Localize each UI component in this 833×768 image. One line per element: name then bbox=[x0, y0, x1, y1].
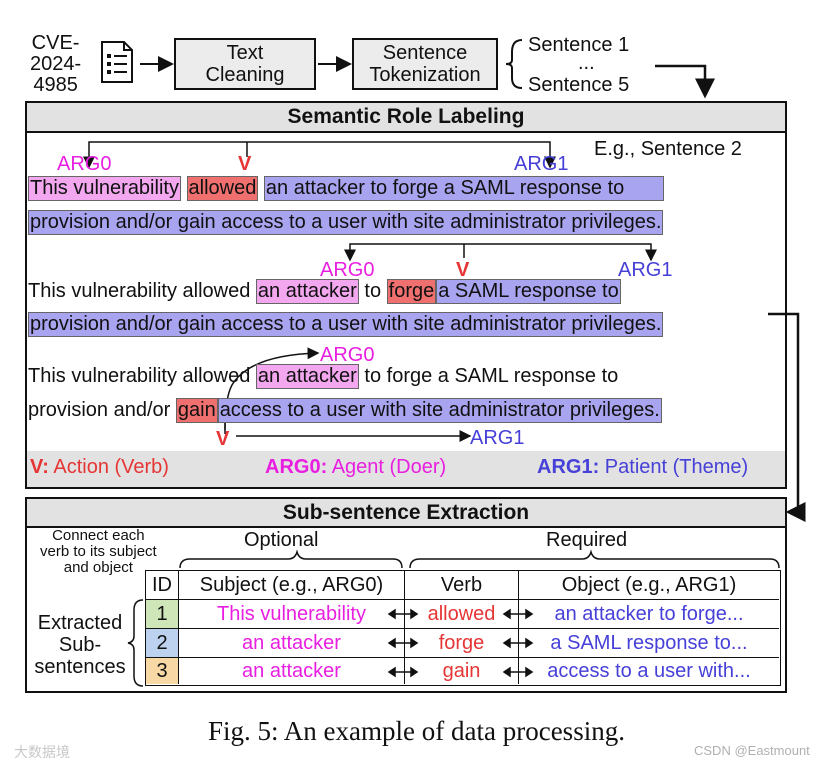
row1-subject: This vulnerability bbox=[179, 600, 405, 629]
cve-id-line1: CVE- bbox=[31, 32, 80, 54]
row3-verb: gain bbox=[405, 658, 519, 684]
ex3-tag-arg0: ARG0 bbox=[320, 344, 375, 366]
row1-verb: allowed bbox=[405, 600, 519, 629]
legend-arg1-text: Patient (Theme) bbox=[604, 456, 749, 478]
row1-object: an attacker to forge... bbox=[519, 600, 779, 629]
extracted-label: Extracted Sub- sentences bbox=[30, 612, 130, 678]
row3-object: access to a user with... bbox=[547, 659, 751, 682]
connect-note-line2: verb to its subject bbox=[40, 543, 157, 560]
ex3-line2-prefix: provision and/or bbox=[28, 399, 171, 421]
watermark-right: CSDN @Eastmount bbox=[694, 743, 810, 758]
required-label: Required bbox=[546, 529, 628, 551]
ex2-line2: provision and/or gain access to a user w… bbox=[28, 312, 664, 337]
ex3-prefix: This vulnerability allowed bbox=[28, 365, 251, 387]
row3-id: 3 bbox=[146, 658, 179, 684]
ex1-tag-arg1: ARG1 bbox=[514, 153, 569, 175]
ex3-line1: This vulnerability allowed an attacker t… bbox=[28, 364, 618, 389]
cve-id-line3: 4985 bbox=[33, 74, 78, 96]
ex3-arg0-span: an attacker bbox=[255, 364, 359, 389]
extraction-panel: Sub-sentence Extraction bbox=[25, 497, 787, 693]
optional-label: Optional bbox=[244, 529, 319, 551]
ex2-line1: This vulnerability allowed an attacker t… bbox=[28, 279, 621, 304]
extraction-title: Sub-sentence Extraction bbox=[27, 499, 785, 528]
row1-id: 1 bbox=[146, 600, 179, 629]
ex3-verb-span: gain bbox=[175, 398, 218, 423]
row3-subject: an attacker bbox=[179, 658, 405, 684]
ex3-tag-arg1: ARG1 bbox=[470, 427, 525, 449]
col-header-id: ID bbox=[146, 571, 179, 600]
legend-verb: V: Action (Verb) bbox=[30, 456, 169, 479]
legend-v-key: V: bbox=[30, 456, 49, 478]
ex1-line1: This vulnerability allowed an attacker t… bbox=[28, 176, 665, 201]
ex1-arg1-span1: an attacker to forge a SAML response to bbox=[263, 176, 665, 201]
ex2-mid: to bbox=[364, 280, 382, 302]
srl-panel: Semantic Role Labeling bbox=[25, 101, 787, 489]
sentence-tokenization-box: Sentence Tokenization bbox=[352, 38, 498, 90]
ex2-tag-arg0: ARG0 bbox=[320, 259, 375, 281]
cve-id-line2: 2024- bbox=[30, 53, 82, 75]
ex2-arg1-span1: a SAML response to bbox=[436, 279, 621, 304]
ex1-arg0-span: This vulnerability bbox=[28, 176, 181, 201]
ex2-arg0-span: an attacker bbox=[255, 279, 359, 304]
connect-note-line3: and object bbox=[63, 559, 133, 576]
ex2-tag-v: V bbox=[456, 259, 470, 281]
cve-id: CVE- 2024- 4985 bbox=[30, 33, 81, 96]
legend-v-text: Action (Verb) bbox=[53, 456, 169, 478]
arrow-srl-to-extraction bbox=[768, 312, 806, 522]
extracted-label-line1: Extracted bbox=[37, 612, 123, 634]
legend-arg0: ARG0: Agent (Doer) bbox=[265, 456, 446, 479]
required-brace bbox=[409, 549, 780, 569]
connect-note-line1: Connect each bbox=[52, 527, 145, 544]
legend-arg1-key: ARG1: bbox=[537, 456, 600, 478]
text-cleaning-box: Text Cleaning bbox=[174, 38, 316, 90]
document-icon bbox=[100, 40, 134, 89]
ex3-arg1-span: access to a user with site administrator… bbox=[217, 398, 662, 423]
sentence-tokenization-line2: Tokenization bbox=[369, 64, 481, 86]
row2-id: 2 bbox=[146, 629, 179, 658]
extracted-label-line2: Sub- bbox=[58, 634, 102, 656]
ex1-arg1-span2: provision and/or gain access to a user w… bbox=[28, 210, 664, 235]
row2-subject: an attacker bbox=[179, 629, 405, 658]
legend-arg0-key: ARG0: bbox=[265, 456, 328, 478]
ex1-verb-span: allowed bbox=[186, 176, 259, 201]
row2-object: a SAML response to... bbox=[519, 629, 779, 658]
connect-note: Connect each verb to its subject and obj… bbox=[40, 528, 157, 576]
ex1-arg-bracket bbox=[88, 141, 551, 167]
legend-arg0-text: Agent (Doer) bbox=[331, 456, 447, 478]
legend-arg1: ARG1: Patient (Theme) bbox=[537, 456, 748, 479]
arrow-sentences-to-srl bbox=[655, 64, 715, 99]
col-header-object: Object (e.g., ARG1) bbox=[519, 571, 779, 600]
optional-brace bbox=[179, 549, 403, 569]
ex2-verb-span: forge bbox=[386, 279, 437, 304]
sentence-last: Sentence 5 bbox=[528, 74, 630, 96]
col-header-subject: Subject (e.g., ARG0) bbox=[179, 571, 405, 600]
ex3-suffix: to forge a SAML response to bbox=[364, 365, 619, 387]
ex1-line2: provision and/or gain access to a user w… bbox=[28, 210, 664, 235]
sentences-bracket bbox=[505, 39, 523, 89]
ex1-tag-v: V bbox=[238, 153, 252, 175]
ex2-arg1-span2: provision and/or gain access to a user w… bbox=[28, 312, 664, 337]
ex2-prefix: This vulnerability allowed bbox=[28, 280, 251, 302]
ex1-tag-arg0: ARG0 bbox=[57, 153, 112, 175]
extraction-table: ID Subject (e.g., ARG0) Verb Object (e.g… bbox=[145, 570, 781, 686]
srl-legend-bar bbox=[27, 451, 785, 487]
sentence-first: Sentence 1 bbox=[528, 34, 630, 56]
ex3-tag-v: V bbox=[216, 428, 230, 450]
col-header-verb: Verb bbox=[405, 571, 519, 600]
sentence-ellipsis: ... bbox=[578, 52, 595, 74]
text-cleaning-line1: Text bbox=[226, 42, 264, 64]
row2-verb: forge bbox=[405, 629, 519, 658]
sentence-tokenization-line1: Sentence bbox=[382, 42, 468, 64]
extracted-brace bbox=[127, 599, 144, 687]
watermark-left: 大数据境 bbox=[14, 744, 70, 760]
ex2-tag-arg1: ARG1 bbox=[618, 259, 673, 281]
extracted-label-line3: sentences bbox=[34, 656, 126, 678]
srl-title: Semantic Role Labeling bbox=[27, 103, 785, 133]
text-cleaning-line2: Cleaning bbox=[205, 64, 285, 86]
figure-caption: Fig. 5: An example of data processing. bbox=[208, 716, 625, 746]
srl-example-label: E.g., Sentence 2 bbox=[594, 138, 742, 160]
